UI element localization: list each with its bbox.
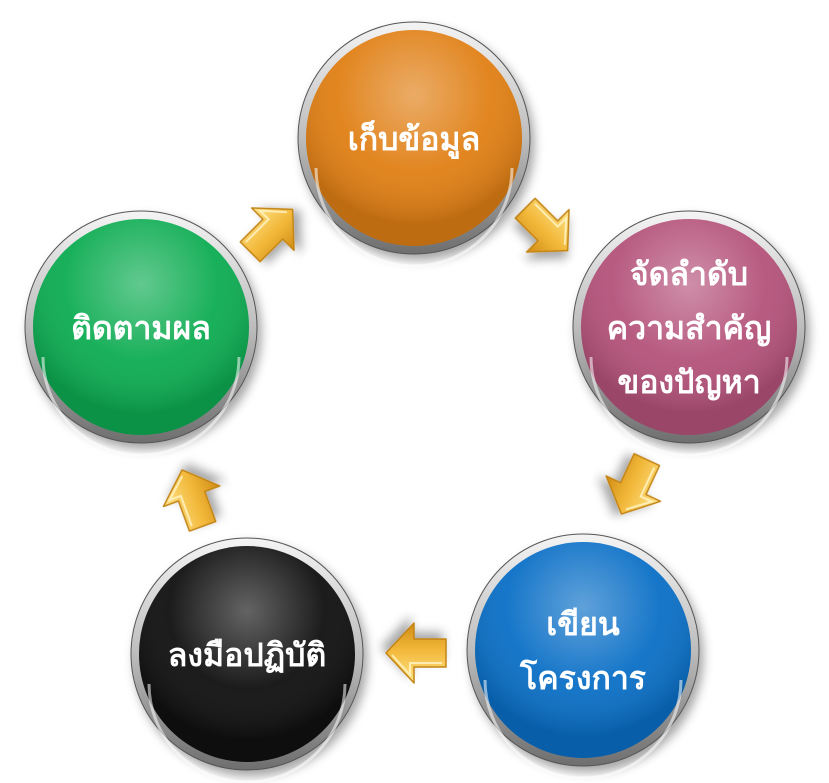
node-implement: ลงมือปฏิบัติ [130, 537, 364, 783]
node-label-prioritize-0: จัดลำดับ [630, 255, 748, 293]
node-gloss [581, 219, 797, 435]
node-gloss [475, 542, 691, 758]
arrow-highlight [534, 203, 568, 246]
arrow-highlight [625, 467, 656, 511]
arrow-write-project-to-implement [385, 622, 447, 684]
node-gloss [139, 546, 355, 762]
node-follow-up: ติดตามผล [24, 210, 258, 457]
node-label-collect-0: เก็บข้อมูล [348, 119, 480, 160]
node-label-follow-up-0: ติดตามผล [71, 309, 211, 347]
arrow-collect-to-prioritize [514, 197, 570, 253]
node-gloss [33, 219, 249, 435]
node-label-prioritize-1: ความสำคัญ [607, 309, 772, 347]
node-label-write-project-0: เขียน [546, 605, 620, 643]
node-label-implement-0: ลงมือปฏิบัติ [168, 636, 326, 674]
arrow-shape [239, 207, 295, 263]
arrow-highlight [245, 209, 288, 243]
node-gloss [306, 30, 522, 246]
node-rim-highlight [589, 356, 789, 457]
node-rim-highlight [147, 683, 347, 783]
arrow-highlight [391, 654, 442, 678]
node-rim-highlight [483, 679, 683, 780]
node-label-prioritize-2: ของปัญหา [617, 363, 760, 401]
nodes-layer: เก็บข้อมูลจัดลำดับความสำคัญของปัญหาเขียน… [24, 21, 806, 783]
arrow-follow-up-to-collect [239, 207, 295, 263]
arrow-shape [605, 452, 662, 515]
node-label-write-project-1: โครงการ [519, 659, 646, 697]
node-rim-highlight [314, 167, 514, 268]
node-rim-highlight [41, 356, 241, 457]
arrow-implement-to-follow-up [162, 469, 221, 532]
arrow-prioritize-to-write-project [605, 452, 662, 515]
node-collect: เก็บข้อมูล [297, 21, 531, 268]
arrow-highlight [167, 475, 193, 527]
arrow-shape [385, 622, 447, 684]
arrow-shape [514, 197, 570, 253]
arrows-layer [162, 197, 662, 684]
